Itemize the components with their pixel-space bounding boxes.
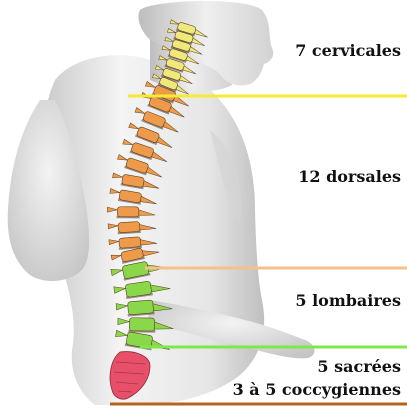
vertebra-body [119,237,141,249]
label-cervical: 7 cervicales [295,42,401,60]
label-dorsal: 12 dorsales [298,168,401,186]
vertebra-body [129,318,154,331]
vertebra-body [117,207,139,217]
label-lumbar: 5 lombaires [295,292,401,310]
vertebra-body [118,221,140,232]
label-coccyx: 3 à 5 coccygiennes [233,381,401,399]
vertebra-body [128,300,154,315]
label-sacral: 5 sacrées [317,358,401,376]
